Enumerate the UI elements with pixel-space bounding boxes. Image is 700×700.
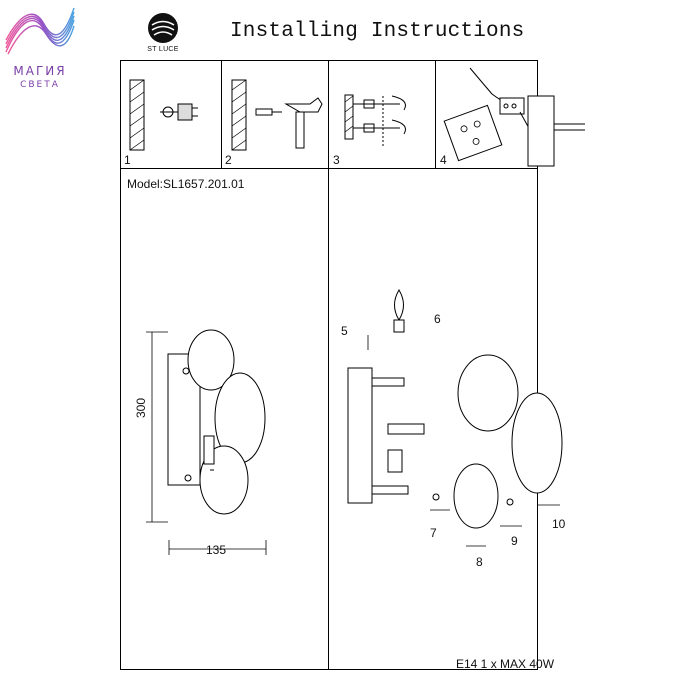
- wave-logo-icon: [5, 7, 75, 55]
- part-number-6: 6: [434, 312, 441, 326]
- exploded-arrows: [367, 335, 560, 547]
- brand-name: ST LUCE: [147, 46, 179, 53]
- bulb-spec: E14 1 x MAX 40W: [456, 657, 555, 671]
- step-1-illustration: [129, 79, 198, 151]
- st-luce-logo: ST LUCE: [138, 10, 188, 60]
- step-3-number: 3: [333, 153, 340, 167]
- step-3-illustration: [344, 94, 406, 148]
- part-number-8: 8: [476, 555, 483, 569]
- step-4-number: 4: [440, 153, 447, 167]
- exploded-view: [347, 289, 563, 529]
- assembled-view: [167, 329, 266, 515]
- width-dimension: 135: [206, 543, 227, 557]
- part-number-9: 9: [511, 534, 518, 548]
- part-number-5: 5: [341, 324, 348, 338]
- step-2-illustration: [231, 79, 323, 151]
- step-4-illustration: [443, 67, 585, 167]
- part-number-10: 10: [552, 517, 566, 531]
- step-2-number: 2: [225, 153, 232, 167]
- model-number: Model:SL1657.201.01: [127, 177, 245, 191]
- logo-secondary-word: СВЕТА: [20, 80, 60, 90]
- brand-mark-icon: [148, 13, 178, 43]
- page-title: Installing Instructions: [230, 20, 525, 43]
- step-1-number: 1: [124, 153, 131, 167]
- dimension-lines: [146, 331, 267, 555]
- magia-sveta-logo: МАГИЯ СВЕТА: [0, 0, 80, 100]
- logo-primary-word: МАГИЯ: [13, 64, 67, 78]
- part-number-7: 7: [430, 526, 437, 540]
- height-dimension: 300: [134, 397, 148, 418]
